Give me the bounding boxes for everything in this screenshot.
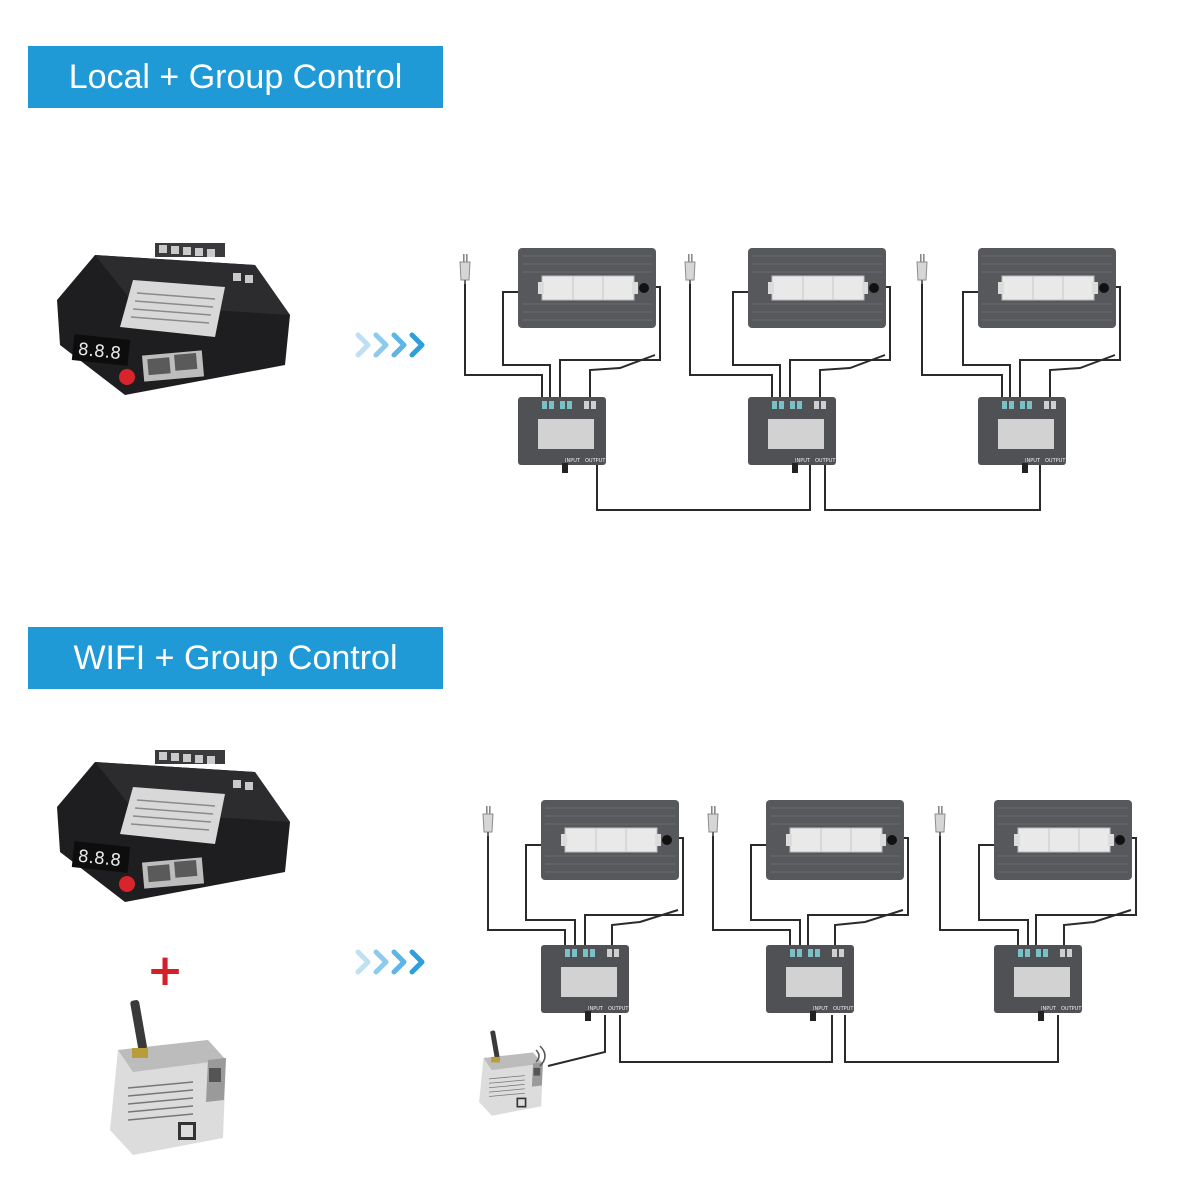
control-box-local-3: INPUT OUTPUT [978,397,1066,473]
led-fixture-local-3 [977,247,1117,329]
wiring-local [464,278,1121,511]
power-plug-wifi-3-icon [934,805,946,837]
box-output-label: OUTPUT [1061,1006,1082,1012]
led-fixture-local-2 [747,247,887,329]
power-plug-local-3-icon [916,253,928,285]
box-output-label: OUTPUT [815,458,836,464]
led-fixture-wifi-3 [993,799,1133,881]
control-box-wifi-2: INPUT OUTPUT [766,945,854,1021]
chevron-arrow-local-icon [358,335,422,355]
box-input-label: INPUT [565,458,581,464]
controller-device-local [56,242,291,396]
power-plug-wifi-2-icon [707,805,719,837]
power-plug-local-2-icon [684,253,696,285]
control-box-wifi-1: INPUT OUTPUT [541,945,629,1021]
box-input-label: INPUT [588,1006,604,1012]
section-title-wifi: WIFI + Group Control [28,627,443,689]
control-box-wifi-3: INPUT OUTPUT [994,945,1082,1021]
box-input-label: INPUT [813,1006,829,1012]
box-input-label: INPUT [1025,458,1041,464]
control-box-local-1: INPUT OUTPUT [518,397,606,473]
section-title-local: Local + Group Control [28,46,443,108]
controller-device-wifi [56,749,291,903]
box-output-label: OUTPUT [833,1006,854,1012]
wifi-module-device [109,998,227,1156]
plus-sign: + [147,945,184,996]
box-input-label: INPUT [1041,1006,1057,1012]
wifi-signal-icon [535,1045,546,1067]
chevron-arrow-wifi-icon [358,952,422,972]
power-plug-local-1-icon [459,253,471,285]
power-plug-wifi-1-icon [482,805,494,837]
control-box-local-2: INPUT OUTPUT [748,397,836,473]
led-fixture-wifi-1 [540,799,680,881]
led-fixture-local-1 [517,247,657,329]
wifi-module-small [478,1029,544,1117]
box-input-label: INPUT [795,458,811,464]
box-output-label: OUTPUT [1045,458,1066,464]
led-fixture-wifi-2 [765,799,905,881]
box-output-label: OUTPUT [608,1006,629,1012]
wiring-wifi [487,830,1137,1067]
box-output-label: OUTPUT [585,458,606,464]
